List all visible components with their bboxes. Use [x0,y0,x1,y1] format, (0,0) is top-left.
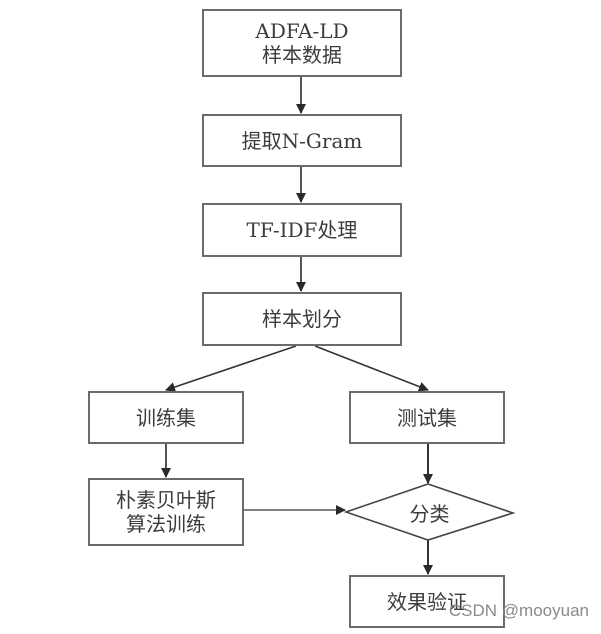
classify-diamond [343,483,516,541]
node-test-set-label: 测试集 [397,405,457,430]
node-sample-split: 样本划分 [202,292,402,346]
node-train-set-label: 训练集 [136,405,196,430]
node-extract-ngram-label: 提取N-Gram [241,128,363,153]
node-test-set: 测试集 [349,391,505,444]
node-verify: 效果验证 [349,575,505,628]
node-sample-data: ADFA-LD 样本数据 [202,9,402,77]
watermark: CSDN @mooyuan [448,601,589,620]
node-sample-data-line1: ADFA-LD [255,19,349,43]
node-sample-split-label: 样本划分 [262,307,342,331]
edge-split-train [165,345,297,392]
node-sample-data-line2: 样本数据 [262,43,342,67]
node-naive-bayes: 朴素贝叶斯 算法训练 [88,478,244,546]
node-naive-bayes-line1: 朴素贝叶斯 [116,488,216,512]
node-verify-label: 效果验证 [387,589,467,614]
node-train-set: 训练集 [88,391,244,444]
node-tfidf-label: TF-IDF处理 [246,218,358,242]
node-classify-label: 分类 [409,501,450,526]
node-extract-ngram: 提取N-Gram [202,114,402,167]
edge-split-test [314,345,429,392]
node-naive-bayes-line2: 算法训练 [126,512,206,536]
node-tfidf: TF-IDF处理 [202,203,402,257]
